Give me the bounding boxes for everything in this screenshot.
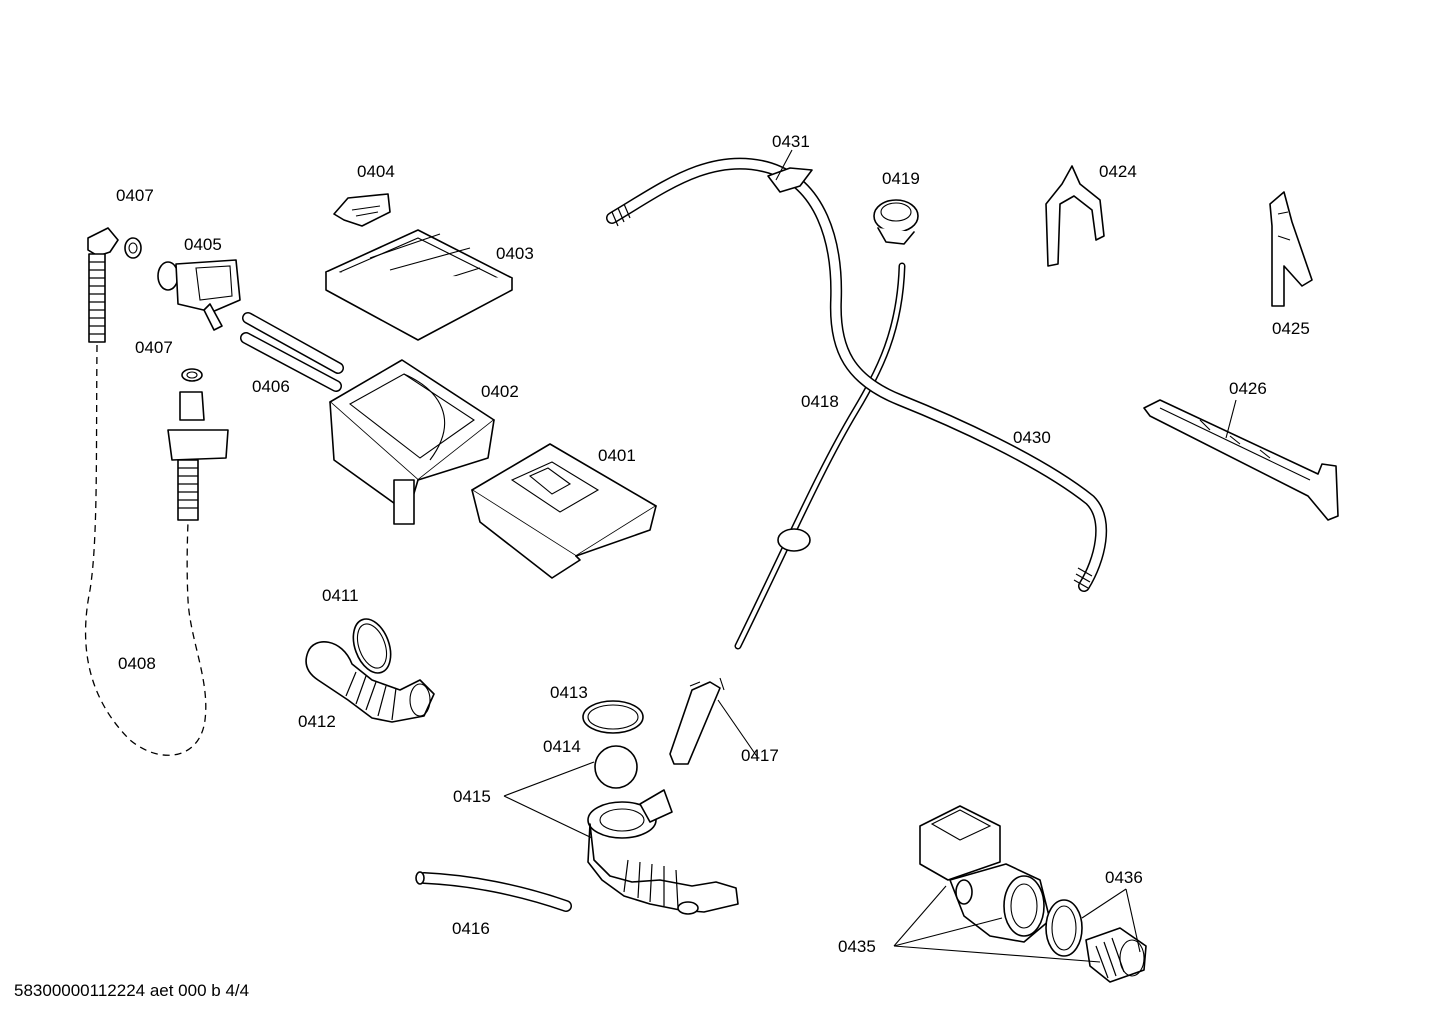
part-0403-dispenser-cover <box>325 229 513 341</box>
label-0413: 0413 <box>550 683 588 702</box>
part-0404-clip <box>333 193 391 227</box>
part-0417-air-trap <box>669 677 725 765</box>
label-0402: 0402 <box>481 382 519 401</box>
part-0413-seal <box>582 700 644 734</box>
part-0419-pressure-switch <box>873 199 919 245</box>
part-0431-vent-hose <box>606 157 1108 592</box>
part-0416-short-hose <box>415 871 572 912</box>
label-0401: 0401 <box>598 446 636 465</box>
part-0407-upper-elbow <box>87 227 142 259</box>
part-0405-inlet-valve <box>157 259 241 331</box>
part-0425-bracket <box>1269 191 1313 307</box>
part-0408-inlet-hose <box>84 253 207 756</box>
label-0416: 0416 <box>452 919 490 938</box>
label-0431: 0431 <box>772 132 810 151</box>
label-0414: 0414 <box>543 737 581 756</box>
part-0406-tubes <box>240 312 344 392</box>
label-0412: 0412 <box>298 712 336 731</box>
part-0418-pressure-tube <box>734 262 906 650</box>
drawing-reference-footer: 58300000112224 aet 000 b 4/4 <box>14 981 250 1000</box>
label-0405: 0405 <box>184 235 222 254</box>
part-0414-ball <box>594 745 638 789</box>
part-0435-drain-pump <box>919 805 1051 943</box>
label-0426: 0426 <box>1229 379 1267 398</box>
leader-lines <box>503 149 1237 963</box>
part-0412-bellows-hose <box>305 641 435 723</box>
label-0417: 0417 <box>741 746 779 765</box>
label-0411: 0411 <box>322 586 359 605</box>
part-0402-dispenser-housing <box>329 359 495 525</box>
label-0436: 0436 <box>1105 868 1143 887</box>
label-0435: 0435 <box>838 937 876 956</box>
part-0424-fork <box>1045 165 1105 267</box>
label-0424: 0424 <box>1099 162 1137 181</box>
label-0415: 0415 <box>453 787 491 806</box>
label-0406: 0406 <box>252 377 290 396</box>
part-0407-lower-seal <box>181 368 203 382</box>
part-0436-seal-and-filter <box>1045 899 1147 983</box>
label-0419: 0419 <box>882 169 920 188</box>
label-0407-lower: 0407 <box>135 338 173 357</box>
label-0425: 0425 <box>1272 319 1310 338</box>
label-0418: 0418 <box>801 392 839 411</box>
label-0403: 0403 <box>496 244 534 263</box>
label-0408: 0408 <box>118 654 156 673</box>
label-0407-upper: 0407 <box>116 186 154 205</box>
part-0426-rail <box>1143 399 1339 521</box>
label-0404: 0404 <box>357 162 395 181</box>
part-0401-detergent-drawer <box>471 443 657 579</box>
part-0408-lower-connector <box>167 391 229 521</box>
part-0411-ring <box>352 618 392 674</box>
part-0415-sump-hose <box>587 789 739 915</box>
label-0430: 0430 <box>1013 428 1051 447</box>
